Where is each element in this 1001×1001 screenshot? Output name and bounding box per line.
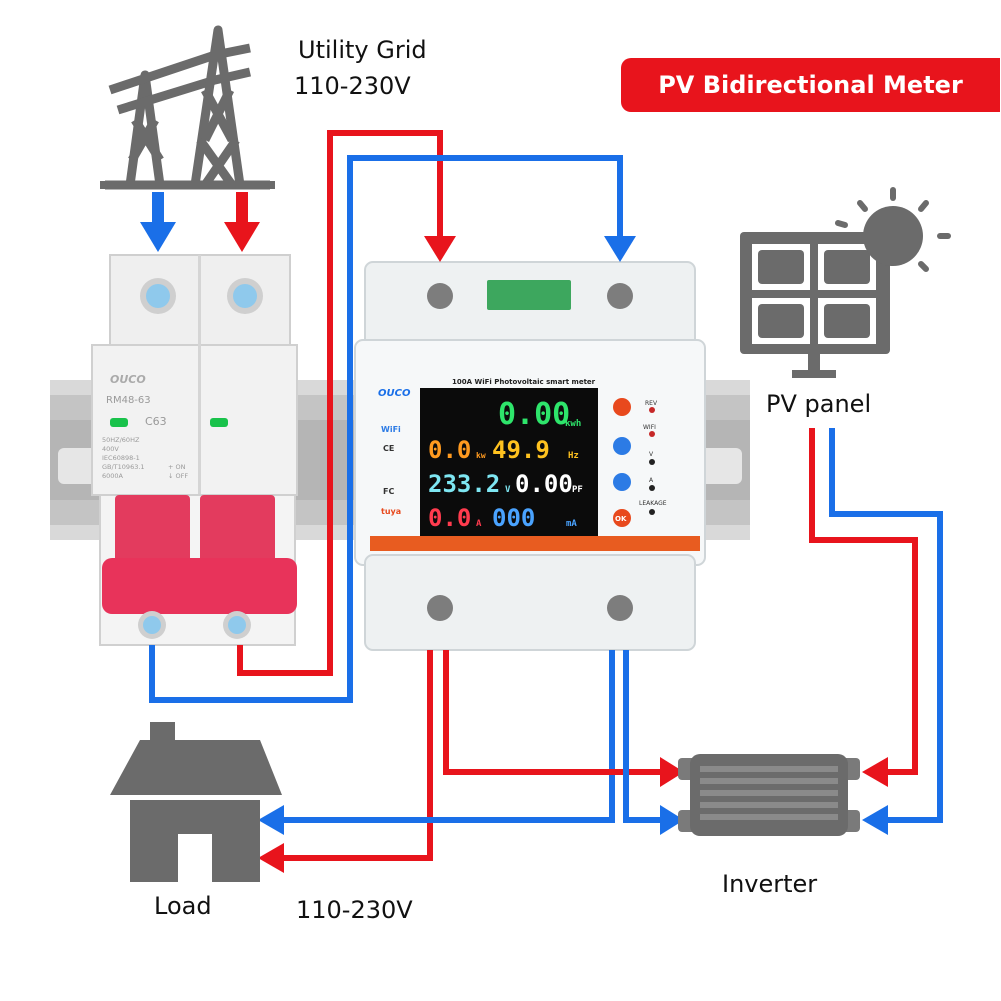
voltage-value: 233.2 [428, 470, 500, 498]
inverter-label: Inverter [722, 870, 818, 898]
wire-neutral-pv [829, 428, 943, 823]
breaker-spec-line: 400V [102, 445, 119, 453]
breaker-spec-line: 50HZ/60HZ [102, 436, 140, 444]
inverter-neutral-in-arrow-icon [660, 805, 684, 835]
power-factor-value: 0.00 [515, 470, 573, 498]
meter-side-badges: WiFi CE FC tuya [381, 425, 401, 516]
pv-panel-label: PV panel [766, 390, 872, 418]
wire-neutral-inverter-ac [623, 650, 662, 823]
breaker-spec-lines: 50HZ/60HZ 400V IEC60898-1 GB/T10963.1 60… [102, 436, 188, 480]
breaker-on-text: + ON [168, 463, 186, 471]
grid-live-arrow-icon [224, 192, 260, 252]
load-label: Load [154, 892, 212, 920]
wire-live-inverter-ac [443, 650, 662, 775]
banner-title: PV Bidirectional Meter [658, 71, 963, 99]
meter-indicator-labels: REV WIFI V A LEAKAGE [639, 400, 667, 507]
current-unit: A [476, 519, 482, 529]
utility-grid-voltage: 110-230V [294, 72, 411, 100]
wire-live-load [282, 650, 433, 861]
wire-live-pv [809, 428, 918, 775]
voltage-unit: V [505, 485, 511, 495]
load-neutral-arrow-icon [258, 805, 284, 835]
wifi-badge: WiFi [381, 425, 401, 434]
utility-grid-tower-icon [105, 25, 270, 190]
breaker-spec-line: GB/T10963.1 [102, 463, 145, 471]
wire-neutral-grid [149, 155, 623, 703]
leakage-indicator-label: LEAKAGE [639, 500, 667, 507]
leakage-value: 000 [492, 504, 535, 532]
solar-panel-icon [740, 232, 890, 378]
grid-neutral-arrow-icon [140, 192, 176, 252]
meter-title: 100A WiFi Photovoltaic smart meter [452, 378, 596, 386]
sun-icon [835, 187, 951, 272]
current-indicator-label: A [649, 477, 654, 484]
inverter-live-in-arrow-icon [660, 757, 684, 787]
meter-brand: OUCO [378, 388, 411, 399]
wire-neutral-load [282, 650, 615, 823]
breaker-brand: OUCO [110, 373, 146, 386]
ce-badge: CE [383, 444, 394, 453]
leakage-unit: mA [566, 519, 577, 529]
breaker-off-text: ↓ OFF [168, 472, 188, 480]
energy-value: 0.00 [498, 397, 570, 432]
inverter-icon [678, 754, 860, 836]
voltage-indicator-label: V [649, 451, 654, 458]
wire-live-grid [237, 130, 443, 676]
inverter-pv-live-arrow-icon [862, 757, 888, 787]
utility-grid-label: Utility Grid [298, 36, 427, 64]
breaker-spec-line: 6000A [102, 472, 124, 480]
fc-badge: FC [383, 487, 394, 496]
breaker-rating: C63 [145, 415, 167, 428]
breaker-spec-line: IEC60898-1 [102, 454, 140, 462]
power-unit: kw [476, 451, 486, 460]
current-value: 0.0 [428, 504, 471, 532]
power-value: 0.0 [428, 436, 471, 464]
load-live-arrow-icon [258, 843, 284, 873]
smart-meter [354, 261, 706, 651]
tuya-badge: tuya [381, 507, 401, 516]
load-voltage: 110-230V [296, 896, 413, 924]
rev-indicator-label: REV [645, 400, 658, 407]
wifi-indicator-label: WIFI [643, 424, 656, 431]
circuit-breaker [91, 254, 298, 646]
meter-display: 0.00 kwh 0.0 kw 49.9 Hz 233.2 V 0.00 PF … [428, 397, 583, 532]
meter-live-in-arrow-icon [424, 236, 456, 262]
frequency-value: 49.9 [492, 436, 550, 464]
power-factor-unit: PF [572, 485, 583, 495]
house-icon [110, 722, 282, 882]
title-banner: PV Bidirectional Meter [621, 58, 1000, 112]
meter-neutral-in-arrow-icon [604, 236, 636, 262]
ok-button-label: OK [615, 515, 627, 523]
energy-unit: kwh [565, 419, 581, 429]
frequency-unit: Hz [568, 451, 579, 461]
inverter-pv-neutral-arrow-icon [862, 805, 888, 835]
breaker-model: RM48-63 [106, 395, 151, 406]
ground-line [100, 181, 275, 189]
